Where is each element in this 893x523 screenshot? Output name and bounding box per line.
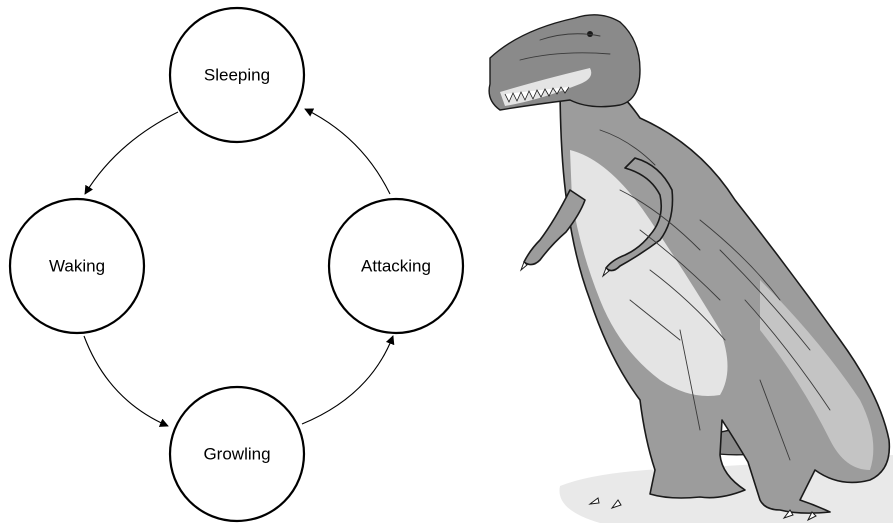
- state-attacking: Attacking: [329, 199, 463, 333]
- state-attacking-label: Attacking: [361, 257, 431, 276]
- edge-waking-to-growling: [84, 336, 168, 426]
- state-growling: Growling: [170, 387, 304, 521]
- tyrannosaurus-illustration: [489, 15, 893, 523]
- state-sleeping: Sleeping: [170, 8, 304, 142]
- state-waking: Waking: [10, 199, 144, 333]
- edge-growling-to-attacking: [302, 336, 393, 424]
- edge-attacking-to-sleeping: [305, 109, 390, 194]
- state-waking-label: Waking: [49, 257, 105, 276]
- state-growling-label: Growling: [203, 445, 270, 464]
- edge-sleeping-to-waking: [85, 112, 178, 194]
- state-sleeping-label: Sleeping: [204, 66, 270, 85]
